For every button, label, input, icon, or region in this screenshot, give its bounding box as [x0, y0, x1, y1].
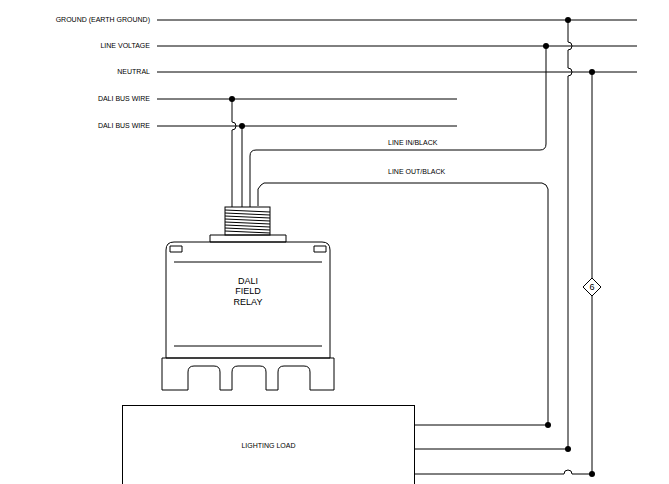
thread-line: [225, 216, 270, 218]
wire-name: LINE IN/BLACK: [388, 139, 437, 147]
neck-flange: [210, 235, 286, 242]
thread-line: [225, 225, 270, 227]
dali-lead: [242, 126, 243, 207]
load-neutral-wire: [415, 470, 592, 474]
dali-bus: [157, 99, 457, 100]
relay-text-holder: DALI FIELD RELAY: [160, 276, 336, 307]
bus-name: NEUTRAL: [0, 68, 150, 76]
body-rib: [174, 262, 322, 346]
junction-dot: [239, 123, 245, 129]
lighting-load-box: LIGHTING LOAD: [122, 405, 415, 484]
neutral-drop: [592, 72, 593, 474]
line-out-wire: [258, 183, 548, 425]
junction-dot: [565, 17, 571, 23]
wire-name: LINE OUT/BLACK: [388, 168, 445, 176]
ground-drop: [568, 20, 572, 449]
junction-dot: [229, 96, 235, 102]
thread-line: [225, 231, 270, 233]
line-bus: [157, 46, 637, 47]
bus-name: LINE VOLTAGE: [0, 42, 150, 50]
bus-name: DALI BUS WIRE: [0, 95, 150, 103]
device-name: DALI FIELD RELAY: [234, 276, 263, 307]
dali-lead: [232, 99, 236, 207]
relay-body: [166, 242, 330, 358]
threaded-neck: [225, 207, 270, 235]
junction-dot: [589, 471, 595, 477]
bus-name: DALI BUS WIRE: [0, 122, 150, 130]
corner-tab: [170, 246, 326, 252]
thread-line: [225, 228, 270, 230]
load-name: LIGHTING LOAD: [241, 442, 295, 450]
junction-dot: [543, 43, 549, 49]
callout-diamond: [583, 278, 601, 296]
junction-dot: [589, 69, 595, 75]
thread-line: [225, 213, 270, 215]
junction-dot: [565, 446, 571, 452]
thread-line: [225, 210, 270, 212]
callout-number: 6: [583, 281, 601, 293]
bus-name: GROUND (EARTH GROUND): [0, 16, 150, 24]
relay-base-feet: [162, 358, 334, 390]
load-ground-wire: [415, 449, 568, 450]
dali-bus: [157, 126, 457, 127]
thread-line: [225, 222, 270, 224]
relay-housing: DALI FIELD RELAY: [160, 206, 336, 392]
thread-line: [225, 219, 270, 221]
neutral-bus: [157, 72, 637, 73]
